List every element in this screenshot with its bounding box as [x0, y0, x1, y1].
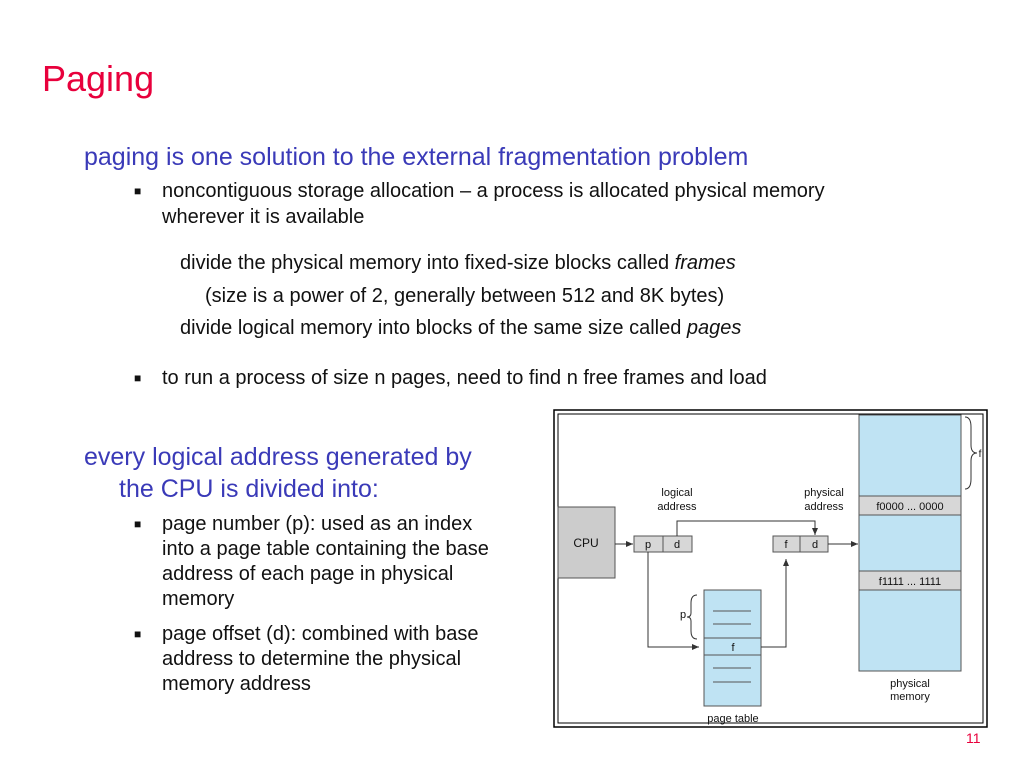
sub-line-frames-text: divide the physical memory into fixed-si… [180, 252, 675, 274]
p-field-label: p [645, 539, 651, 551]
frame-brace [964, 416, 978, 490]
logical-address-label-2: address [657, 501, 697, 513]
frame-end-bar [858, 570, 962, 591]
physical-address-label-2: address [804, 501, 844, 513]
bullet-marker: ■ [134, 627, 142, 641]
sub-line-pages: divide logical memory into blocks of the… [180, 317, 741, 340]
s2-bullet1-line2: into a page table containing the base [162, 538, 489, 560]
page-table-label: page table [707, 713, 758, 725]
pages-term: pages [686, 317, 742, 339]
p-brace-label: p [680, 609, 686, 621]
bullet1-line1: noncontiguous storage allocation – a pro… [162, 180, 825, 202]
bullet2-text: to run a process of size n pages, need t… [162, 367, 767, 389]
s2-bullet1-line3: address of each page in physical [162, 563, 454, 585]
sub-line-pages-text: divide logical memory into blocks of the… [180, 317, 687, 339]
frames-term: frames [674, 252, 736, 274]
physical-memory-label-1: physical [890, 678, 930, 690]
page-table-f-label: f [731, 642, 735, 654]
section1-heading: paging is one solution to the external f… [84, 143, 749, 171]
d-field-label: d [674, 539, 680, 551]
s2-bullet2-line3: memory address [162, 673, 311, 695]
section2-heading-line2: the CPU is divided into: [119, 475, 379, 503]
section2-heading-line1: every logical address generated by [84, 443, 472, 471]
s2-bullet2-line1: page offset (d): combined with base [162, 623, 479, 645]
frame-start-label: f0000 ... 0000 [876, 501, 943, 513]
paging-hardware-diagram: CPU logical address physical address p d… [553, 409, 988, 728]
frame-start-bar [858, 495, 962, 516]
bullet-marker: ■ [134, 517, 142, 531]
f-field-label: f [784, 539, 788, 551]
cpu-box [557, 506, 616, 579]
d-physical-field-label: d [812, 539, 818, 551]
physical-memory-box [858, 414, 962, 672]
physical-memory-label-2: memory [890, 691, 930, 703]
page-number-path-arrow [647, 552, 699, 650]
s2-bullet1-line4: memory [162, 588, 235, 610]
slide-title: Paging [42, 58, 155, 99]
cpu-label: CPU [573, 536, 598, 550]
sub-line-frames: divide the physical memory into fixed-si… [180, 252, 736, 275]
frame-brace-label: f [979, 449, 982, 460]
frame-end-label: f1111 ... 1111 [879, 576, 941, 588]
physical-address-label-1: physical [804, 487, 844, 499]
sub-line-size: (size is a power of 2, generally between… [205, 285, 725, 307]
bullet1-line2: wherever it is available [162, 206, 365, 228]
logical-address-label-1: logical [661, 487, 692, 499]
bullet-marker: ■ [134, 371, 142, 385]
p-brace [686, 594, 698, 640]
frame-number-path-arrow [761, 559, 789, 648]
page-number: 11 [966, 730, 981, 746]
offset-path-arrow [676, 520, 818, 536]
bullet-marker: ■ [134, 184, 142, 198]
s2-bullet1-line1: page number (p): used as an index [162, 513, 473, 535]
s2-bullet2-line2: address to determine the physical [162, 648, 462, 670]
